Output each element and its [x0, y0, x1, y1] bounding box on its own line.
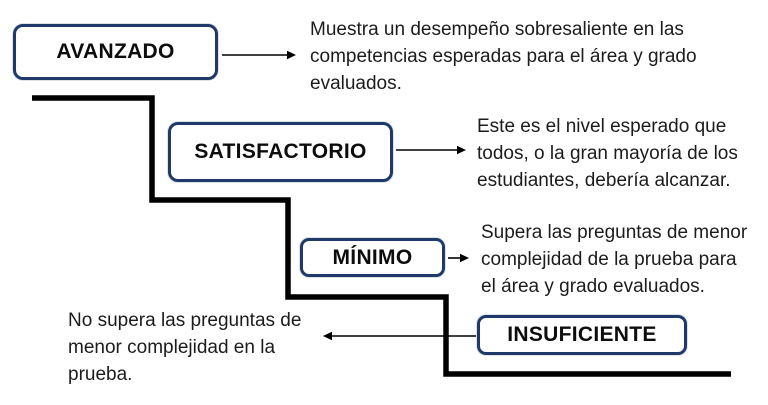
level-description-avanzado: Muestra un desempeño sobresaliente en la… [310, 19, 697, 94]
level-box-insuficiente: INSUFICIENTE [477, 315, 687, 355]
level-label-insuficiente: INSUFICIENTE [507, 323, 657, 346]
level-label-minimo: MÍNIMO [332, 245, 413, 269]
level-label-avanzado: AVANZADO [56, 40, 175, 63]
arrow-insuficiente [323, 331, 476, 341]
level-description-satisfactorio: Este es el nivel esperado que todos, o l… [477, 116, 738, 191]
level-box-satisfactorio: SATISFACTORIO [168, 122, 393, 182]
level-box-minimo: MÍNIMO [300, 238, 445, 277]
level-description-insuficiente: No supera las preguntas de menor complej… [68, 310, 302, 385]
level-description-minimo: Supera las preguntas de menor complejida… [481, 222, 748, 297]
level-box-avanzado: AVANZADO [13, 24, 218, 80]
arrow-minimo [448, 253, 469, 263]
arrow-satisfactorio [396, 145, 466, 155]
staircase-line [32, 95, 731, 377]
arrow-avanzado [222, 50, 296, 60]
level-label-satisfactorio: SATISFACTORIO [194, 140, 367, 163]
